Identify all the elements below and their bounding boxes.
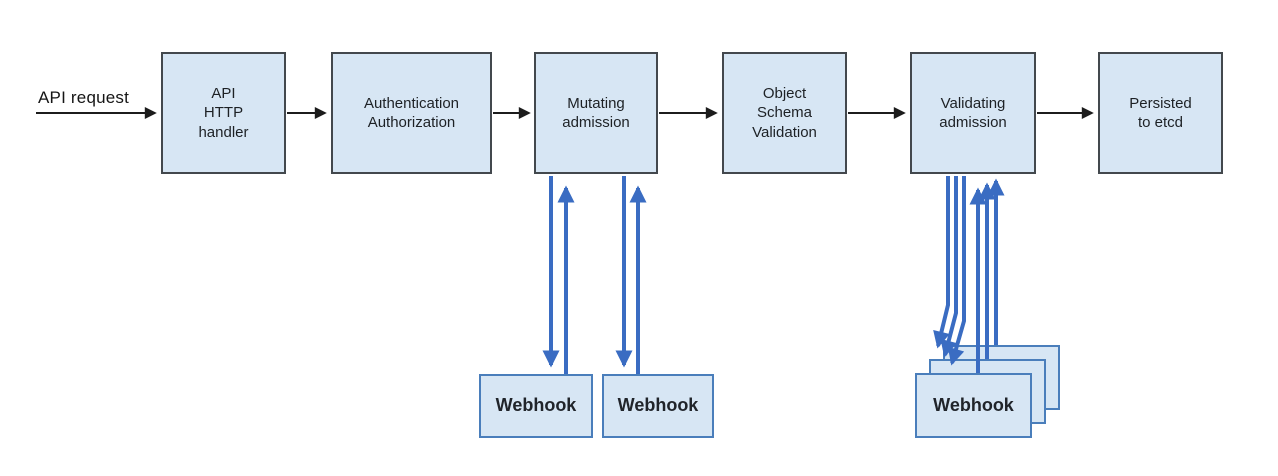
mutating-webhook-1-label: Webhook — [495, 395, 577, 416]
node-object-schema-validation-label: Object Schema Validation — [752, 84, 817, 141]
mutating-webhook-2-label: Webhook — [617, 395, 699, 416]
validating-webhook-call-arrow-1 — [933, 176, 950, 349]
mutating-webhook-2: Webhook — [602, 374, 714, 438]
validating-webhook-front-label: Webhook — [933, 394, 1014, 415]
node-mutating-admission: Mutating admission — [534, 52, 658, 174]
node-api-http-handler-label: API HTTP handler — [198, 84, 249, 141]
node-validating-admission: Validating admission — [910, 52, 1036, 174]
node-validating-admission-label: Validating admission — [939, 94, 1007, 132]
node-api-http-handler: API HTTP handler — [161, 52, 286, 174]
node-authentication-authorization-label: Authentication Authorization — [363, 94, 460, 132]
node-mutating-admission-label: Mutating admission — [562, 94, 630, 132]
node-persisted-to-etcd: Persisted to etcd — [1098, 52, 1223, 174]
node-persisted-to-etcd-label: Persisted to etcd — [1129, 94, 1192, 132]
validating-webhook-call-arrow-3 — [947, 176, 966, 366]
validating-webhook-front: Webhook — [915, 373, 1032, 438]
api-request-label: API request — [38, 88, 130, 107]
node-object-schema-validation: Object Schema Validation — [722, 52, 847, 174]
mutating-webhook-1: Webhook — [479, 374, 593, 438]
node-authentication-authorization: Authentication Authorization — [331, 52, 492, 174]
validating-webhook-call-arrow-2 — [940, 176, 958, 358]
